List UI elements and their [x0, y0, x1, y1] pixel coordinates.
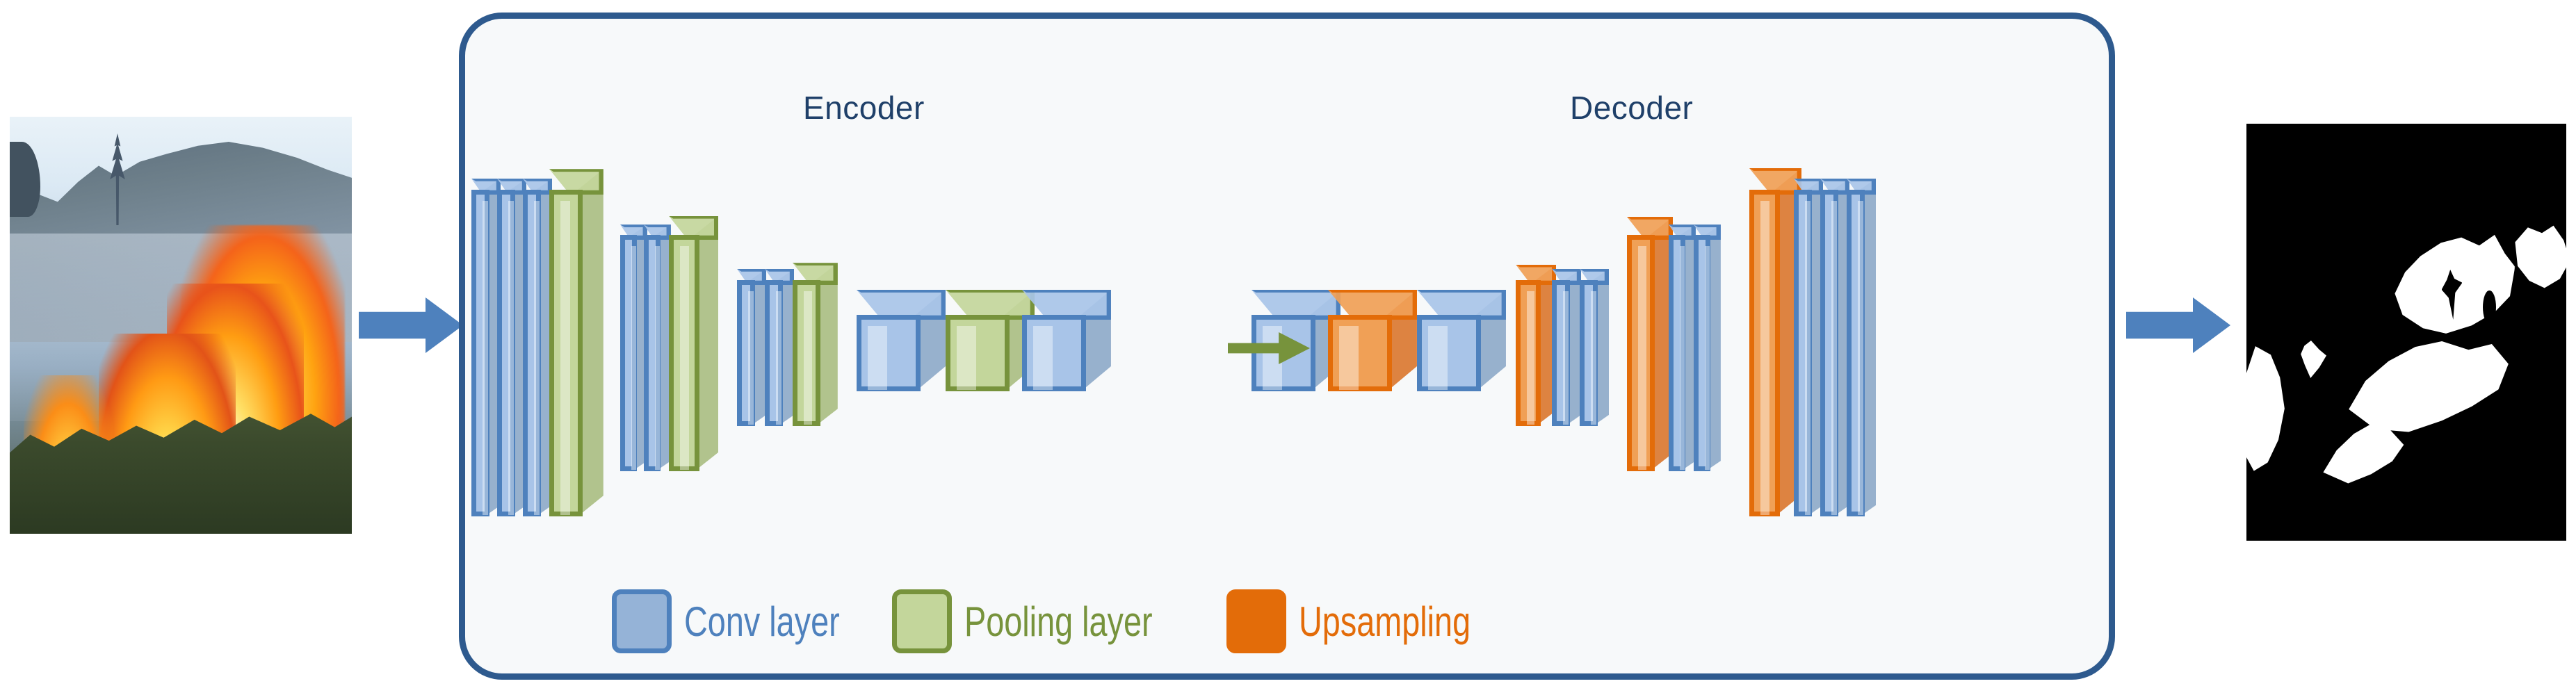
conv-swatch-icon — [612, 589, 672, 653]
legend-label-conv: Conv layer — [684, 598, 840, 645]
legend-item-pool: Pooling layer — [891, 589, 1206, 653]
input-arrow-icon — [359, 297, 463, 353]
legend-item-conv: Conv layer — [612, 589, 884, 653]
output-arrow-icon — [2126, 297, 2230, 353]
mask-hole — [2483, 291, 2496, 324]
input-wildfire-image — [10, 117, 352, 534]
legend: Conv layer Pooling layer Upsampling — [612, 589, 1519, 653]
legend-label-upsampling: Upsampling — [1298, 598, 1471, 645]
upsampling-swatch-icon — [1226, 589, 1286, 653]
mask-blob — [2515, 225, 2566, 288]
mask-hole — [2329, 361, 2340, 382]
encoder-label: Encoder — [803, 90, 925, 126]
pool-swatch-icon — [891, 589, 952, 653]
legend-item-upsampling: Upsampling — [1226, 589, 1519, 653]
legend-label-pool: Pooling layer — [964, 598, 1153, 645]
mask-blob — [2301, 341, 2326, 378]
output-segmentation-mask — [2246, 124, 2566, 541]
decoder-label: Decoder — [1570, 90, 1694, 126]
